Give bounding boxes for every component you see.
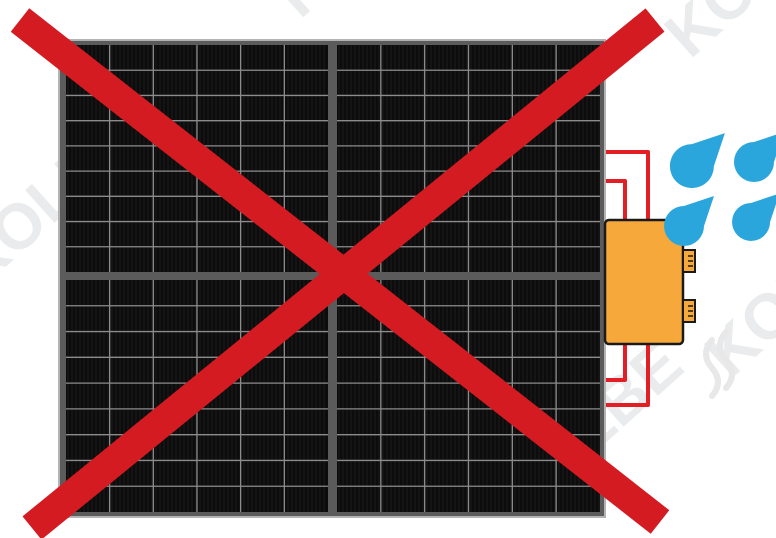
steam-wave [717,329,735,391]
inverter-connector [682,249,696,273]
panel-quadrant [337,280,600,512]
dc-cable [606,340,627,382]
dc-cable [606,179,627,222]
water-drops [664,133,776,246]
water-drop-icon [732,194,776,241]
connector-pins [688,255,693,267]
steam-wave [703,337,721,399]
water-drop-icon [669,133,725,189]
dc-cable [606,150,650,222]
red-cross-mark [10,8,670,538]
watermark-text: KOLBE [651,0,776,70]
inverter-connector [682,299,696,323]
cross-stroke-2 [22,8,665,538]
watermark-text: KOLBE [261,0,476,30]
inverter-cables [606,150,650,407]
inverter-body [603,218,685,346]
dc-cable [606,340,650,407]
steam-icon [703,329,735,399]
micro-inverter [603,218,696,346]
water-drop-icon [664,196,714,246]
connector-pins [688,305,693,317]
water-drop-icon [734,134,776,182]
